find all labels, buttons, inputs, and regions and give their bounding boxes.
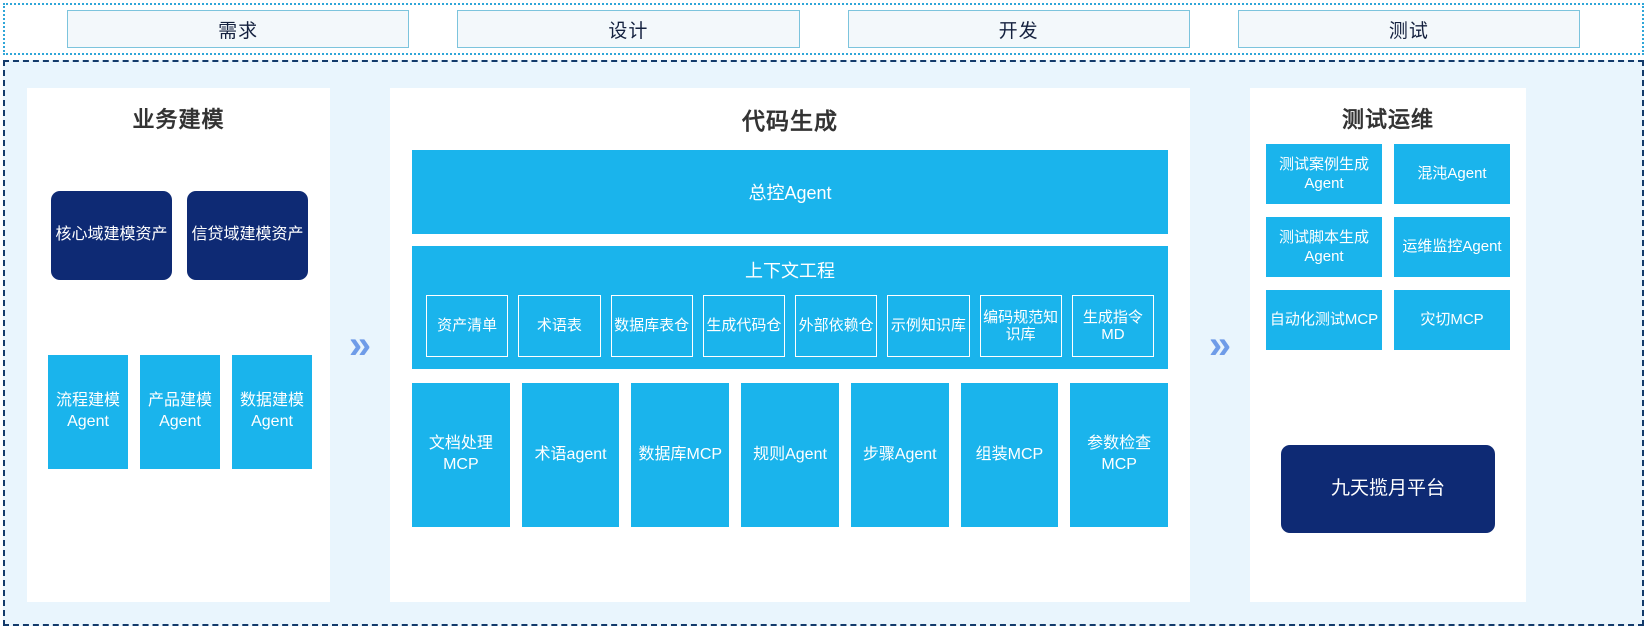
phase-box-development[interactable]: 开发 [847, 10, 1190, 48]
agent-card-data-modeling[interactable]: 数据建模Agent [232, 355, 312, 469]
context-item-generation-instruction-md[interactable]: 生成指令MD [1071, 295, 1154, 357]
card-chaos-agent[interactable]: 混沌Agent [1394, 144, 1510, 204]
agent-card-process-modeling[interactable]: 流程建模Agent [48, 355, 128, 469]
tool-card-document-processing-mcp[interactable]: 文档处理MCP [412, 383, 510, 527]
context-item-asset-list[interactable]: 资产清单 [426, 295, 509, 357]
asset-card-core-domain[interactable]: 核心域建模资产 [51, 191, 172, 280]
panel-business-modeling: 业务建模 核心域建模资产 信贷域建模资产 流程建模Agent 产品建模Agent… [27, 88, 330, 602]
business-assets-group: 核心域建模资产 信贷域建模资产 [51, 191, 308, 280]
context-item-external-deps-repo[interactable]: 外部依赖仓 [795, 295, 878, 357]
main-container: 业务建模 核心域建模资产 信贷域建模资产 流程建模Agent 产品建模Agent… [3, 60, 1644, 626]
card-test-case-generation-agent[interactable]: 测试案例生成Agent [1266, 144, 1382, 204]
phase-box-testing[interactable]: 测试 [1237, 10, 1580, 48]
context-engineering-block: 上下文工程 资产清单 术语表 数据库表仓 生成代码仓 外部依赖仓 示例知识库 编… [412, 246, 1168, 369]
card-test-script-generation-agent[interactable]: 测试脚本生成Agent [1266, 217, 1382, 277]
chevron-right-icon-2: » [1208, 323, 1232, 367]
context-item-glossary[interactable]: 术语表 [518, 295, 601, 357]
card-disaster-recovery-mcp[interactable]: 灾切MCP [1394, 290, 1510, 350]
panel-title-business-modeling: 业务建模 [132, 107, 225, 132]
panel-title-test-operations: 测试运维 [1341, 107, 1434, 132]
card-ops-monitoring-agent[interactable]: 运维监控Agent [1394, 217, 1510, 277]
chevron-right-icon-1: » [348, 323, 372, 367]
panel-title-code-generation: 代码生成 [742, 108, 838, 134]
card-automated-test-mcp[interactable]: 自动化测试MCP [1266, 290, 1382, 350]
code-generation-body: 总控Agent 上下文工程 资产清单 术语表 数据库表仓 生成代码仓 外部依赖仓… [412, 150, 1169, 570]
phase-strip: 需求 设计 开发 测试 [3, 3, 1644, 55]
panel-test-operations: 测试运维 测试案例生成Agent 混沌Agent 测试脚本生成Agent 运维监… [1250, 88, 1526, 602]
context-item-coding-standard-kb[interactable]: 编码规范知识库 [979, 295, 1062, 357]
tool-card-glossary-agent[interactable]: 术语agent [521, 383, 620, 527]
context-item-db-table-repo[interactable]: 数据库表仓 [610, 295, 693, 357]
tool-card-database-mcp[interactable]: 数据库MCP [631, 383, 730, 527]
tool-card-rule-agent[interactable]: 规则Agent [741, 383, 839, 527]
code-generation-tools-row: 文档处理MCP 术语agent 数据库MCP 规则Agent 步骤Agent 组… [412, 383, 1169, 527]
tool-card-step-agent[interactable]: 步骤Agent [850, 383, 949, 527]
context-engineering-title: 上下文工程 [745, 261, 835, 281]
test-ops-cards-grid: 测试案例生成Agent 混沌Agent 测试脚本生成Agent 运维监控Agen… [1266, 144, 1510, 350]
tool-card-parameter-check-mcp[interactable]: 参数检查MCP [1070, 383, 1169, 527]
tool-card-assembly-mcp[interactable]: 组装MCP [960, 383, 1059, 527]
agent-card-product-modeling[interactable]: 产品建模Agent [140, 355, 220, 469]
phase-box-design[interactable]: 设计 [457, 10, 800, 48]
card-jiutian-lanyue-platform[interactable]: 九天揽月平台 [1281, 445, 1495, 533]
business-agents-group: 流程建模Agent 产品建模Agent 数据建模Agent [48, 355, 312, 469]
context-item-generated-code-repo[interactable]: 生成代码仓 [702, 295, 785, 357]
phase-box-requirements[interactable]: 需求 [67, 10, 410, 48]
asset-card-credit-domain[interactable]: 信贷域建模资产 [187, 191, 308, 280]
panel-code-generation: 代码生成 总控Agent 上下文工程 资产清单 术语表 数据库表仓 生成代码仓 … [390, 88, 1190, 602]
context-items-row: 资产清单 术语表 数据库表仓 生成代码仓 外部依赖仓 示例知识库 编码规范知识库… [412, 295, 1168, 357]
columns-layout: 业务建模 核心域建模资产 信贷域建模资产 流程建模Agent 产品建模Agent… [5, 62, 1642, 624]
master-agent-bar[interactable]: 总控Agent [412, 150, 1168, 234]
context-item-example-kb[interactable]: 示例知识库 [887, 295, 970, 357]
